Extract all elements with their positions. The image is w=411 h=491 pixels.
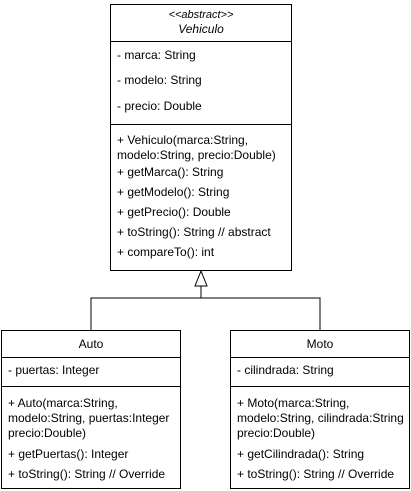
class-moto-header: Moto — [231, 331, 409, 358]
class-vehiculo-header: <<abstract>> Vehiculo — [111, 5, 291, 42]
class-auto-methods: + Auto(marca:String, modelo:String, puer… — [2, 386, 180, 488]
method-getprecio: + getPrecio(): Double — [117, 205, 231, 219]
method-getcilindrada: + getCilindrada(): String — [237, 447, 365, 461]
attribute-puertas: - puertas: Integer — [8, 363, 100, 377]
method-auto-tostring: + toString(): String // Override — [8, 467, 166, 481]
class-vehiculo-attributes: - marca: String - modelo: String - preci… — [111, 42, 291, 126]
class-auto-name: Auto — [78, 337, 104, 351]
auto-inheritance-line — [90, 286, 202, 330]
method-auto-constructor-line1: + Auto(marca:String, — [8, 396, 118, 410]
moto-inheritance-line — [201, 297, 321, 330]
method-auto-constructor-line3: precio:Double) — [8, 426, 87, 440]
attribute-marca: - marca: String — [117, 48, 196, 62]
method-tostring: + toString(): String // abstract — [117, 225, 271, 239]
method-auto-constructor-line2: modelo:String, puertas:Integer — [8, 411, 170, 425]
class-moto-attributes: - cilindrada: String — [231, 358, 409, 386]
attribute-cilindrada: - cilindrada: String — [237, 363, 334, 377]
method-moto-constructor-line3: precio:Double) — [237, 426, 316, 440]
method-constructor-line1: + Vehiculo(marca:String, — [117, 133, 249, 147]
attribute-modelo: - modelo: String — [117, 73, 202, 87]
class-moto[interactable]: Moto - cilindrada: String + Moto(marca:S… — [230, 330, 410, 489]
method-moto-constructor-line1: + Moto(marca:String, — [237, 396, 350, 410]
method-getmarca: + getMarca(): String — [117, 165, 224, 179]
class-auto[interactable]: Auto - puertas: Integer + Auto(marca:Str… — [1, 330, 181, 489]
method-getmodelo: + getModelo(): String — [117, 185, 230, 199]
class-vehiculo-name: Vehiculo — [178, 22, 224, 36]
class-moto-name: Moto — [306, 337, 334, 351]
method-getpuertas: + getPuertas(): Integer — [8, 447, 129, 461]
method-constructor-line2: modelo:String, precio:Double) — [117, 148, 276, 162]
method-compareto: + compareTo(): int — [117, 245, 215, 259]
method-moto-constructor-line2: modelo:String, cilindrada:String — [237, 411, 404, 425]
class-auto-attributes: - puertas: Integer — [2, 358, 180, 386]
class-auto-header: Auto — [2, 331, 180, 358]
class-vehiculo[interactable]: <<abstract>> Vehiculo - marca: String - … — [110, 4, 292, 271]
class-vehiculo-methods: + Vehiculo(marca:String, modelo:String, … — [111, 124, 291, 270]
class-moto-methods: + Moto(marca:String, modelo:String, cili… — [231, 386, 409, 488]
class-vehiculo-stereotype: <<abstract>> — [168, 9, 234, 21]
method-moto-tostring: + toString(): String // Override — [237, 467, 395, 481]
inheritance-arrowhead-icon — [194, 269, 208, 287]
attribute-precio: - precio: Double — [117, 99, 202, 113]
